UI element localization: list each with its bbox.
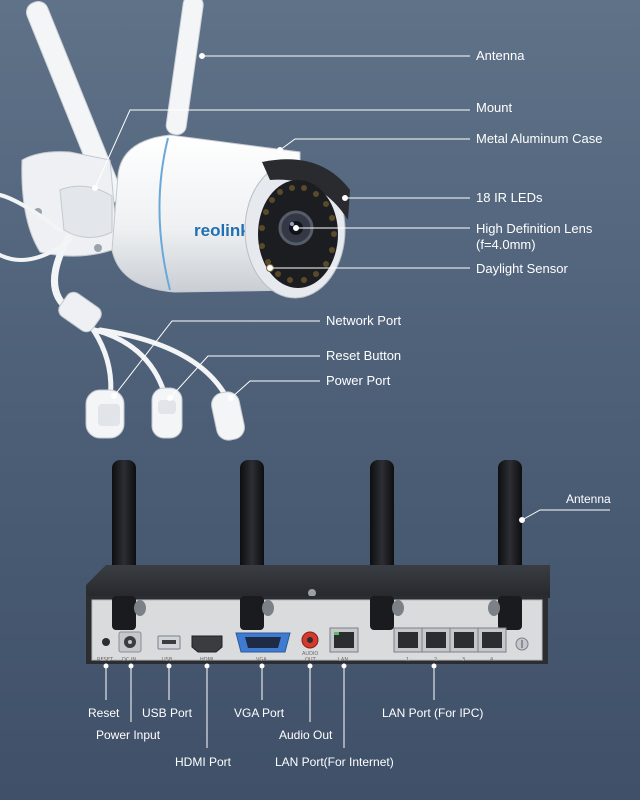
panel-text-audio: AUDIO: [302, 651, 318, 657]
panel-text-reset: RESET: [97, 657, 114, 663]
panel-text-hdmi: HDMI: [200, 657, 213, 663]
nvr-chassis-top: [86, 565, 550, 598]
panel-text-4: 4: [490, 657, 493, 663]
lan-internet-port: [329, 627, 359, 653]
label-case: Metal Aluminum Case: [476, 131, 603, 146]
network-port-connector: [85, 389, 125, 439]
label-vga-port: VGA Port: [234, 706, 285, 720]
label-network-port: Network Port: [326, 313, 402, 328]
camera-brand-logo: reolink: [194, 221, 250, 240]
power-port-connector: [211, 391, 245, 441]
dc-in-port: [118, 631, 142, 653]
camera: reolink: [0, 0, 350, 441]
panel-text-dcin: DC IN: [122, 657, 136, 663]
label-antenna: Antenna: [476, 48, 525, 63]
label-power-port: Power Port: [326, 373, 391, 388]
panel-text-2: 2: [434, 657, 437, 663]
audio-out-port: [301, 631, 319, 649]
ir-leds: [259, 185, 337, 283]
label-mount: Mount: [476, 100, 513, 115]
label-usb-port: USB Port: [142, 706, 193, 720]
label-reset: Reset: [88, 706, 120, 720]
panel-text-vga: VGA: [256, 657, 267, 663]
label-ir-leds: 18 IR LEDs: [476, 190, 543, 205]
lan-ipc-ports: [393, 627, 507, 653]
camera-antenna-right: [165, 0, 204, 136]
label-lan-ipc: LAN Port (For IPC): [382, 706, 484, 720]
ground-screw: [515, 637, 529, 651]
label-audio-out: Audio Out: [279, 728, 333, 742]
panel-text-lan: LAN: [338, 657, 348, 663]
label-daylight-sensor: Daylight Sensor: [476, 261, 568, 276]
nvr-callout-lines: [103, 509, 610, 748]
reset-hole: [102, 638, 110, 646]
vga-port: [235, 632, 291, 653]
label-lens-focal: (f=4.0mm): [476, 237, 536, 252]
panel-text-1: 1: [406, 657, 409, 663]
panel-text-3: 3: [462, 657, 465, 663]
label-nvr-antenna: Antenna: [566, 492, 611, 506]
camera-callout-lines: [92, 53, 470, 401]
nvr: RESET DC IN USB HDMI VGA AUDIO OUT LAN 1…: [86, 460, 550, 664]
reset-button-connector: [151, 387, 183, 439]
hdmi-port: [191, 635, 223, 653]
label-lan-internet: LAN Port(For Internet): [275, 755, 394, 769]
label-hdmi-port: HDMI Port: [175, 755, 232, 769]
label-reset-button: Reset Button: [326, 348, 402, 363]
label-power-input: Power Input: [96, 728, 161, 742]
panel-text-usb: USB: [162, 657, 173, 663]
label-lens: High Definition Lens: [476, 221, 593, 236]
usb-port: [157, 635, 181, 650]
panel-text-out: OUT: [305, 657, 317, 663]
